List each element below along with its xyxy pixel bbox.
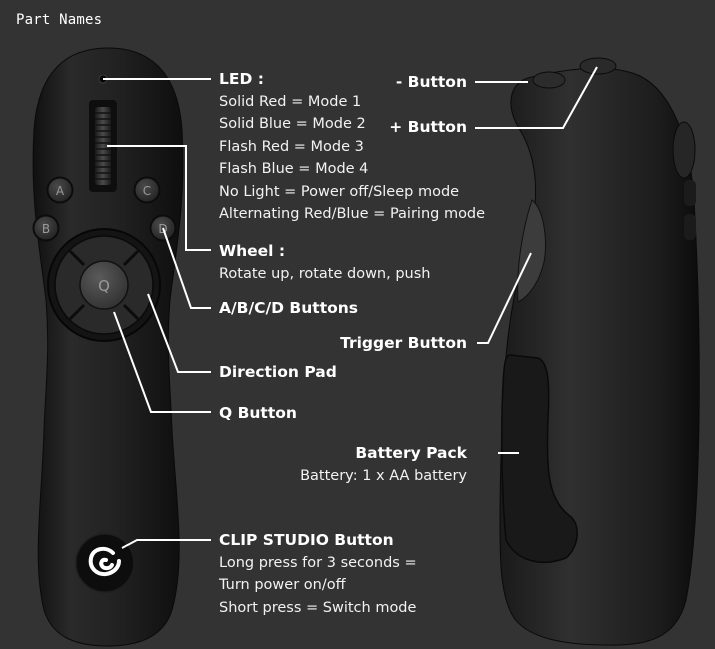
minus-heading: - Button	[395, 73, 467, 91]
abcd-heading: A/B/C/D Buttons	[219, 299, 359, 317]
wheel-heading: Wheel :	[219, 242, 286, 260]
leader-trigger	[477, 252, 532, 344]
side-button-lower	[684, 214, 696, 240]
clip-line: Short press = Switch mode	[219, 599, 417, 616]
led-line: No Light = Power off/Sleep mode	[219, 183, 460, 200]
dpad-heading: Direction Pad	[219, 363, 337, 381]
clip-label: CLIP STUDIO Button Long press for 3 seco…	[219, 529, 417, 619]
wheel-line: Rotate up, rotate down, push	[219, 265, 431, 282]
trigger-label: Trigger Button	[340, 332, 467, 355]
battery-line: Battery: 1 x AA battery	[300, 467, 467, 484]
q-button-letter: Q	[98, 277, 110, 295]
led-line: Solid Red = Mode 1	[219, 93, 362, 110]
wheel-side	[672, 121, 696, 179]
plus-button-side[interactable]	[579, 57, 617, 75]
clip-line: Long press for 3 seconds =	[219, 554, 417, 571]
battery-heading: Battery Pack	[355, 444, 467, 462]
clip-line: Turn power on/off	[219, 577, 346, 593]
button-c[interactable]: C	[133, 176, 161, 204]
q-label: Q Button	[219, 402, 297, 425]
plus-heading: + Button	[389, 118, 467, 136]
led-label: LED : Solid Red = Mode 1 Solid Blue = Mo…	[219, 68, 485, 226]
q-heading: Q Button	[219, 404, 297, 422]
remote-front-view: A B C D Q	[32, 47, 184, 647]
leader-plus	[475, 66, 598, 129]
wheel-label: Wheel : Rotate up, rotate down, push	[219, 240, 430, 285]
page-title: Part Names	[16, 12, 103, 28]
abcd-label: A/B/C/D Buttons	[219, 297, 358, 320]
led-line: Alternating Red/Blue = Pairing mode	[219, 206, 486, 222]
battery-pack-side	[501, 354, 578, 563]
button-a-letter: A	[56, 184, 65, 198]
scroll-wheel[interactable]	[89, 100, 117, 192]
led-line: Flash Red = Mode 3	[219, 138, 364, 155]
led-line: Flash Blue = Mode 4	[219, 161, 369, 177]
clip-heading: CLIP STUDIO Button	[219, 531, 394, 549]
leader-q	[113, 311, 211, 413]
leader-dpad	[147, 293, 211, 373]
side-button-upper	[684, 180, 696, 206]
button-c-letter: C	[143, 184, 151, 198]
leader-abcd	[162, 227, 211, 309]
led-line: Solid Blue = Mode 2	[219, 116, 366, 132]
minus-label: - Button	[396, 71, 467, 94]
q-button[interactable]: Q	[79, 260, 129, 310]
dpad-label: Direction Pad	[219, 361, 337, 384]
trigger-button-side[interactable]	[517, 199, 546, 303]
clip-studio-logo-icon	[88, 546, 121, 577]
led-heading: LED :	[219, 70, 264, 88]
trigger-heading: Trigger Button	[340, 334, 467, 352]
button-b[interactable]: B	[32, 214, 60, 242]
button-a[interactable]: A	[46, 176, 74, 204]
remote-side-view	[499, 57, 700, 646]
battery-label: Battery Pack Battery: 1 x AA battery	[300, 442, 467, 487]
minus-button-side[interactable]	[532, 71, 566, 89]
leader-clip	[121, 539, 211, 549]
leader-lines	[103, 66, 598, 549]
plus-label: + Button	[389, 116, 467, 139]
leader-wheel	[107, 145, 211, 251]
button-b-letter: B	[42, 222, 50, 236]
clip-studio-button[interactable]	[75, 533, 135, 593]
